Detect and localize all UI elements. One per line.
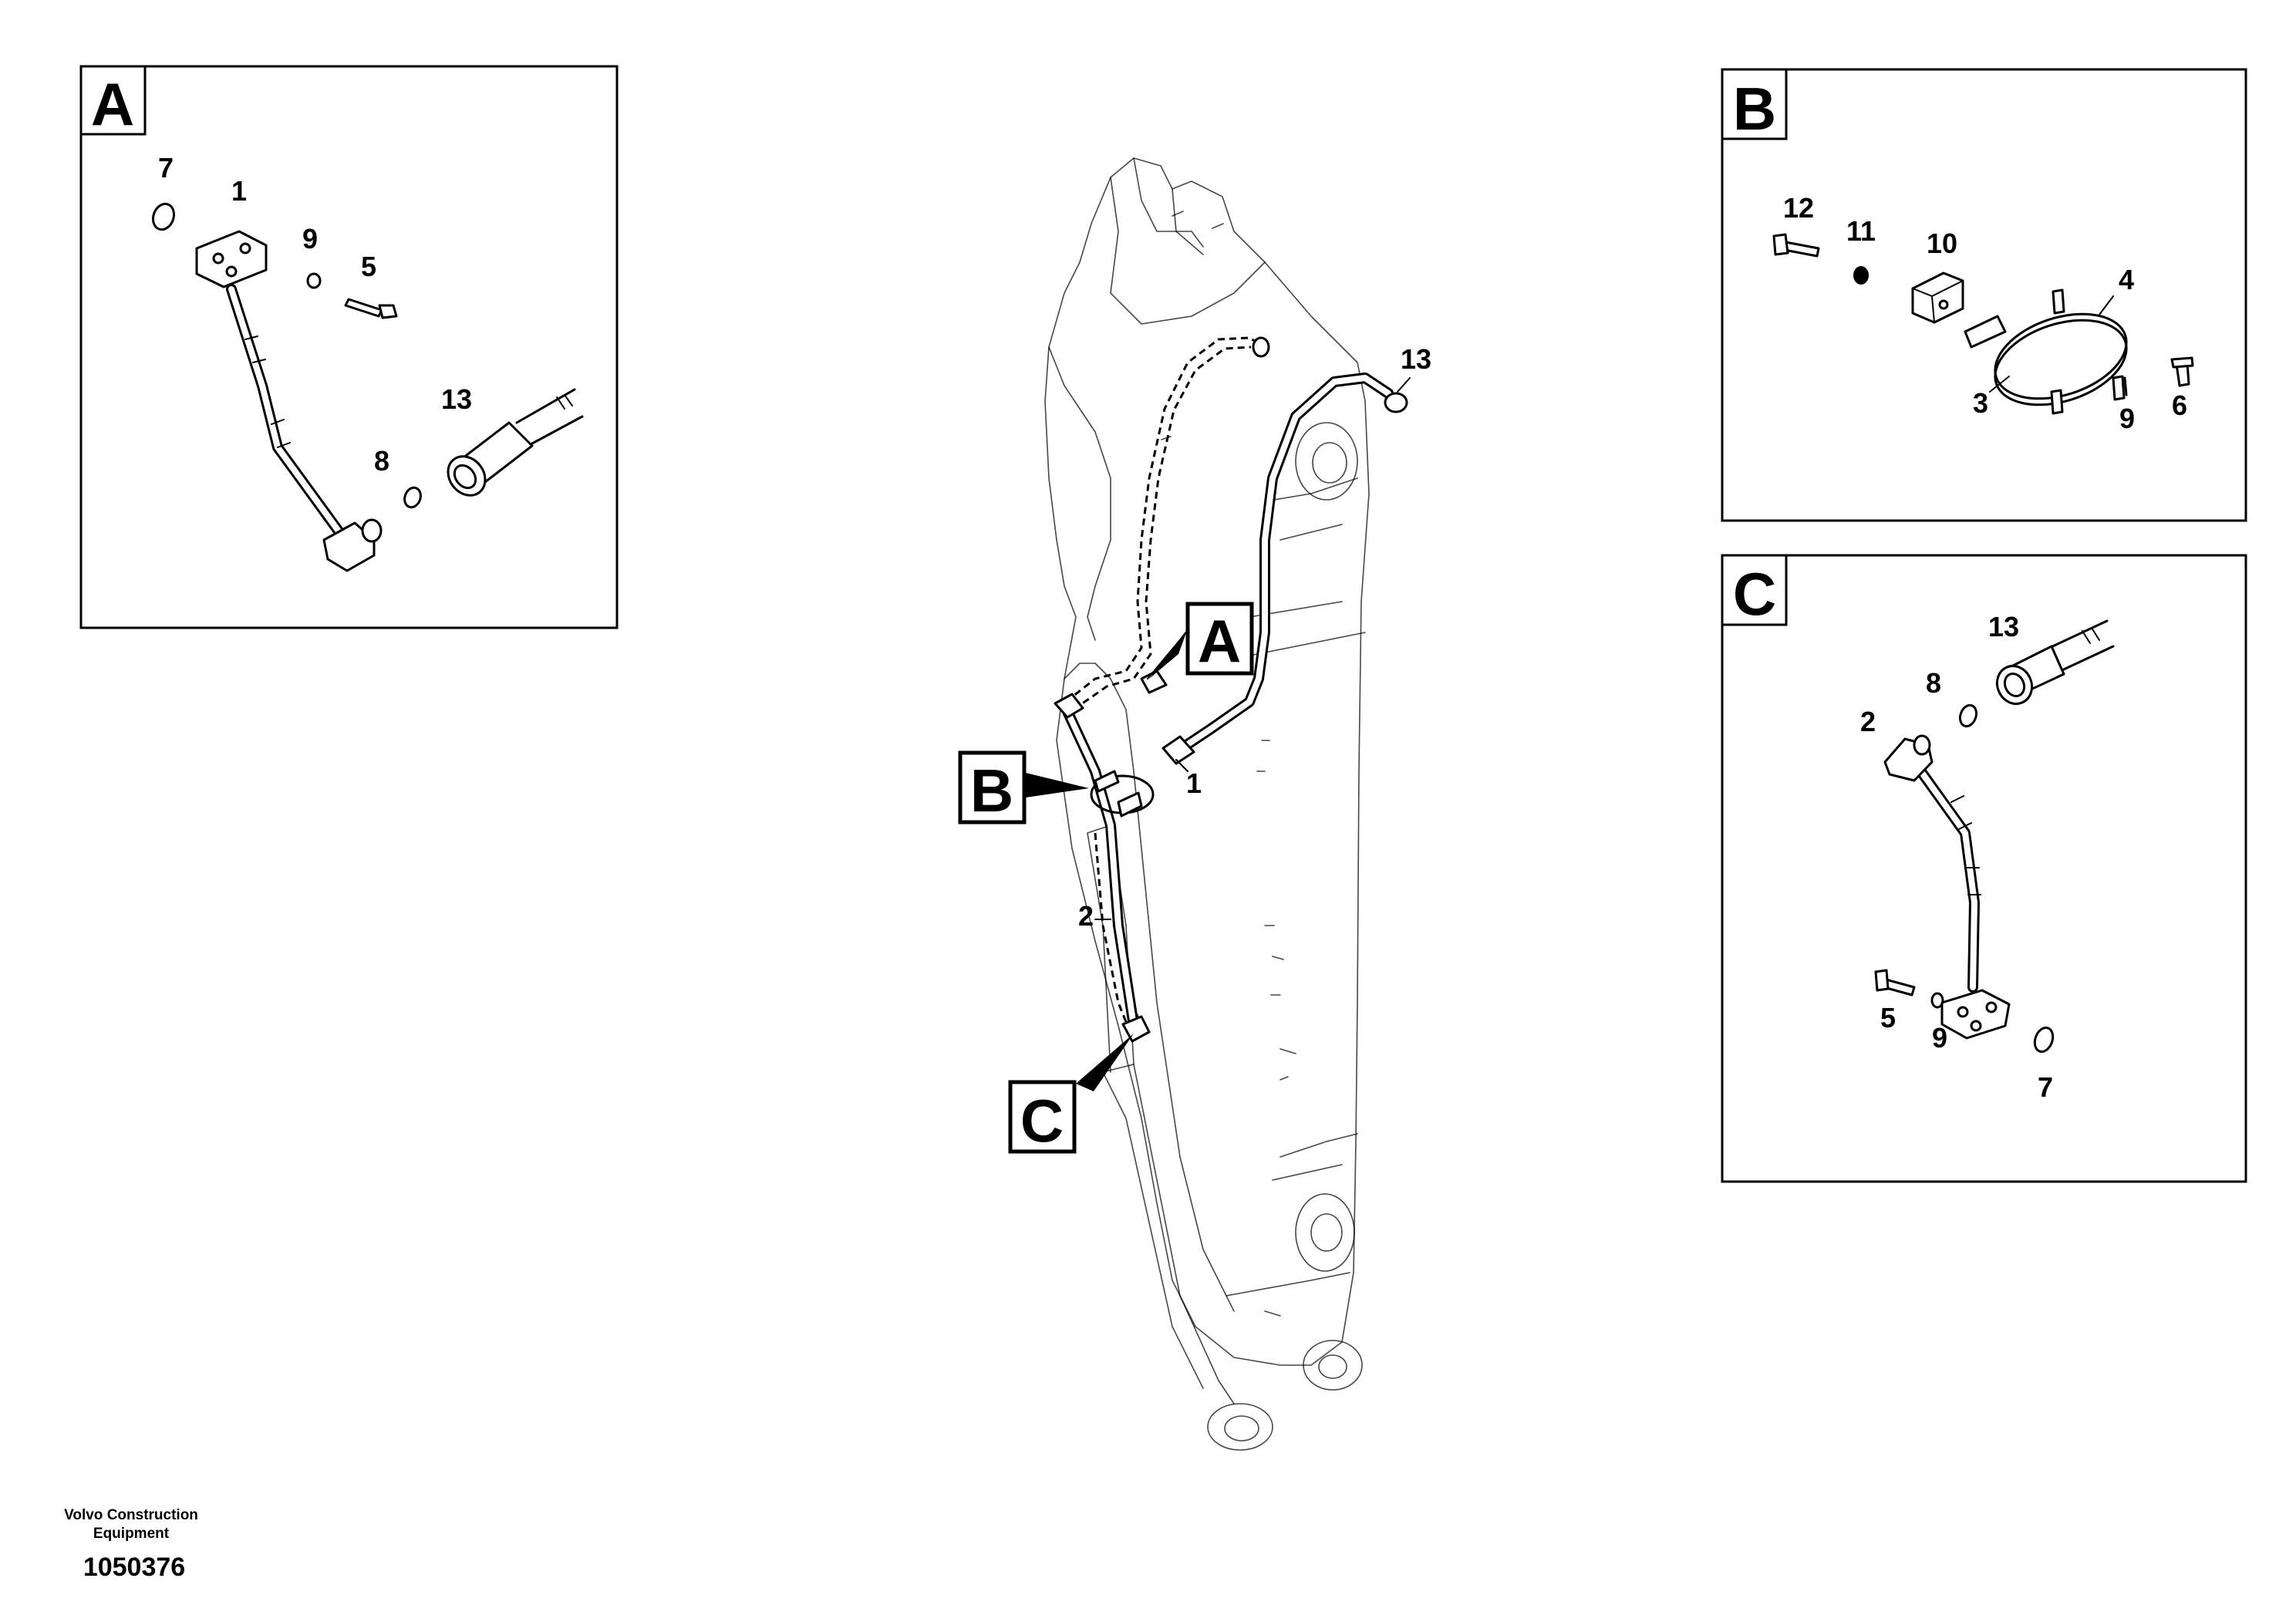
- callout-10: 10: [1927, 228, 1957, 259]
- callout-5: 5: [361, 251, 376, 282]
- hose-13-main: [1161, 373, 1408, 765]
- hidden-hose-routing: [1065, 336, 1266, 703]
- panel-b-tag: B: [1733, 75, 1776, 143]
- callout-12: 12: [1783, 192, 1814, 224]
- bolt-12: [1772, 233, 1820, 258]
- callout-6: 6: [2172, 389, 2187, 421]
- svg-text:C: C: [1020, 1087, 1064, 1155]
- tag-b-main: B: [958, 750, 1089, 824]
- company-line-1: Volvo Construction: [64, 1507, 198, 1523]
- main-boom-view: 13 2 1 A: [958, 157, 1431, 1451]
- callout-4: 4: [2119, 264, 2134, 295]
- clamp-3-4: [1964, 288, 2128, 415]
- pipe-1: [195, 230, 383, 572]
- callout-9: 9: [1932, 1022, 1947, 1054]
- callout-13: 13: [1988, 611, 2019, 642]
- bolt-6: [2170, 356, 2194, 387]
- hose-13: [1995, 619, 2115, 705]
- callout-9: 9: [302, 223, 318, 255]
- pin-9: [2123, 376, 2128, 396]
- callout-7: 7: [158, 152, 174, 184]
- callout-13: 13: [441, 383, 472, 415]
- pipe-2-main: [1054, 693, 1155, 1043]
- drawing-number: 1050376: [83, 1553, 186, 1582]
- main-callout-13: 13: [1401, 343, 1431, 375]
- callout-9: 9: [2119, 403, 2135, 434]
- company-name: Volvo Construction Equipment: [46, 1506, 216, 1543]
- tag-a-main: A: [1147, 602, 1254, 679]
- pipe-2: [1883, 734, 2011, 1040]
- callout-8: 8: [374, 445, 389, 477]
- company-line-2: Equipment: [93, 1526, 170, 1542]
- block-10: [1911, 271, 1964, 324]
- svg-text:B: B: [970, 757, 1013, 824]
- washer-9: [1930, 992, 1944, 1009]
- detail-panel-b: B 12 11 10 4 3 9: [1721, 68, 2247, 522]
- panel-a-tag: A: [91, 70, 134, 138]
- bolt-5: [1874, 969, 1916, 996]
- callout-8: 8: [1926, 667, 1941, 699]
- boom-outline: [1044, 157, 1370, 1451]
- panel-c-tag: C: [1733, 560, 1776, 628]
- tag-c-main: C: [1008, 1034, 1134, 1155]
- o-ring-8: [403, 486, 422, 509]
- callout-3: 3: [1973, 387, 1988, 419]
- detail-panel-c: C 13 8 2 5: [1721, 554, 2247, 1183]
- o-ring-8: [1958, 703, 1978, 728]
- callout-5: 5: [1880, 1002, 1896, 1034]
- detail-panel-a: A 7 1 9 5: [79, 65, 619, 629]
- washer-9: [306, 272, 322, 289]
- callout-7: 7: [2038, 1071, 2053, 1103]
- bolt-5: [344, 298, 398, 319]
- callout-2: 2: [1860, 706, 1876, 737]
- callout-11: 11: [1846, 215, 1876, 247]
- hose-13: [447, 388, 584, 497]
- o-ring-7: [2033, 1027, 2055, 1053]
- svg-text:A: A: [1198, 607, 1241, 675]
- callout-1: 1: [231, 175, 247, 207]
- main-callout-1: 1: [1186, 767, 1202, 799]
- main-callout-2: 2: [1078, 900, 1094, 932]
- o-ring-7: [151, 202, 176, 231]
- nut-11: [1853, 266, 1869, 285]
